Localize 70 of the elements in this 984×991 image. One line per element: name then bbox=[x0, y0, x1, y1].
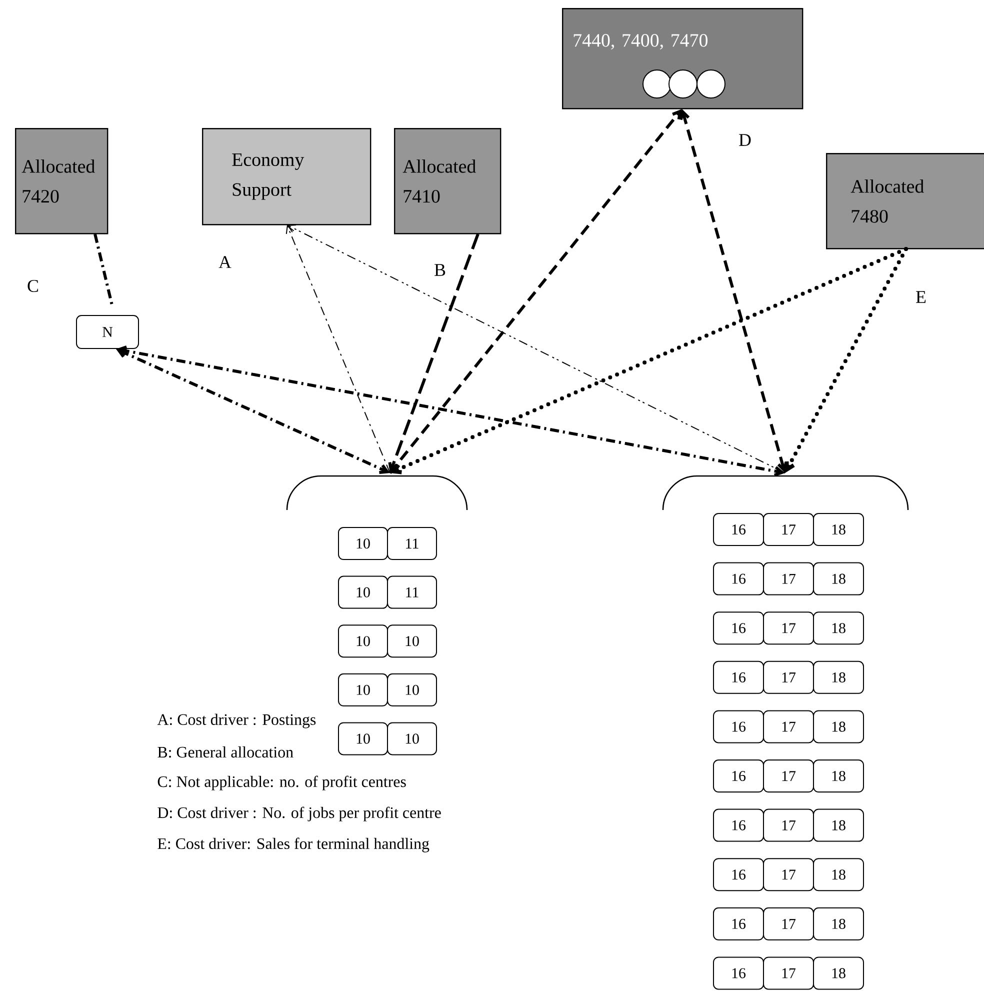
line-letter: A bbox=[218, 256, 232, 268]
connector-line bbox=[388, 109, 682, 474]
cell: 10 bbox=[387, 722, 437, 756]
cell: 17 bbox=[763, 956, 814, 990]
cell: 18 bbox=[813, 858, 864, 892]
legend-note: E: Cost driver: Sales for terminal handling bbox=[158, 838, 430, 852]
cell: 17 bbox=[763, 907, 814, 940]
account-box: 7440, 7400, 7470 bbox=[562, 8, 804, 110]
legend-note: C: Not applicable: no. of profit centres bbox=[158, 776, 406, 790]
line-letter: C bbox=[28, 280, 38, 292]
cell: 10 bbox=[338, 624, 388, 658]
cell: 16 bbox=[713, 513, 764, 546]
legend-note: D: Cost driver : No. of jobs per profit centre bbox=[158, 806, 441, 822]
cell: 17 bbox=[763, 858, 814, 892]
connector-line bbox=[287, 224, 786, 474]
account-box: Allocated 7480 bbox=[826, 153, 984, 250]
cell: 16 bbox=[713, 562, 764, 596]
connector-line bbox=[679, 109, 788, 473]
account-box: Allocated 7410 bbox=[394, 128, 502, 234]
cell: 17 bbox=[763, 710, 814, 744]
connector-line bbox=[116, 348, 390, 474]
circle bbox=[642, 70, 672, 98]
cell: 10 bbox=[338, 527, 388, 560]
cell: 16 bbox=[713, 612, 764, 645]
small-cell: N bbox=[76, 315, 139, 349]
line-letter: B bbox=[434, 264, 446, 276]
cell: 16 bbox=[713, 660, 764, 694]
cell: 17 bbox=[763, 808, 814, 842]
connector-line bbox=[286, 225, 390, 474]
cell: 17 bbox=[763, 760, 814, 792]
cell: 16 bbox=[713, 858, 764, 892]
cell: 17 bbox=[763, 562, 814, 596]
circle bbox=[668, 70, 698, 98]
cell: 16 bbox=[713, 956, 764, 990]
cell: 18 bbox=[813, 513, 864, 546]
cell: 18 bbox=[813, 907, 864, 940]
cell: 18 bbox=[813, 760, 864, 792]
connector-line bbox=[116, 345, 785, 477]
legend-note: A: Cost driver : Postings bbox=[157, 714, 316, 728]
line-letter: D bbox=[739, 134, 751, 146]
cell: 18 bbox=[813, 808, 864, 842]
cell: 17 bbox=[763, 660, 814, 694]
cell: 17 bbox=[763, 513, 814, 546]
cell: 16 bbox=[713, 907, 764, 940]
cell: 10 bbox=[387, 673, 437, 706]
cell: 10 bbox=[338, 576, 388, 609]
account-box: Allocated 7420 bbox=[15, 128, 108, 234]
cell: 18 bbox=[813, 956, 864, 990]
account-box: Economy Support bbox=[202, 128, 372, 226]
connector-line bbox=[94, 234, 114, 306]
legend-note: B: General allocation bbox=[158, 746, 294, 758]
cell: 11 bbox=[387, 527, 437, 560]
cell: 18 bbox=[813, 660, 864, 694]
cell: 18 bbox=[813, 562, 864, 596]
cell: 16 bbox=[713, 760, 764, 792]
cell: 10 bbox=[338, 673, 388, 706]
cell: 17 bbox=[763, 612, 814, 645]
cell: 16 bbox=[713, 808, 764, 842]
circle bbox=[696, 70, 726, 98]
cell: 10 bbox=[338, 722, 388, 756]
connector-line bbox=[388, 233, 480, 473]
connector-line bbox=[784, 247, 908, 473]
bracket bbox=[286, 475, 468, 510]
cell: 18 bbox=[813, 612, 864, 645]
bracket bbox=[662, 475, 909, 510]
cell: 18 bbox=[813, 710, 864, 744]
cell: 11 bbox=[387, 576, 437, 609]
line-letter: E bbox=[916, 291, 926, 303]
cell: 10 bbox=[387, 624, 437, 658]
cell: 16 bbox=[713, 710, 764, 744]
